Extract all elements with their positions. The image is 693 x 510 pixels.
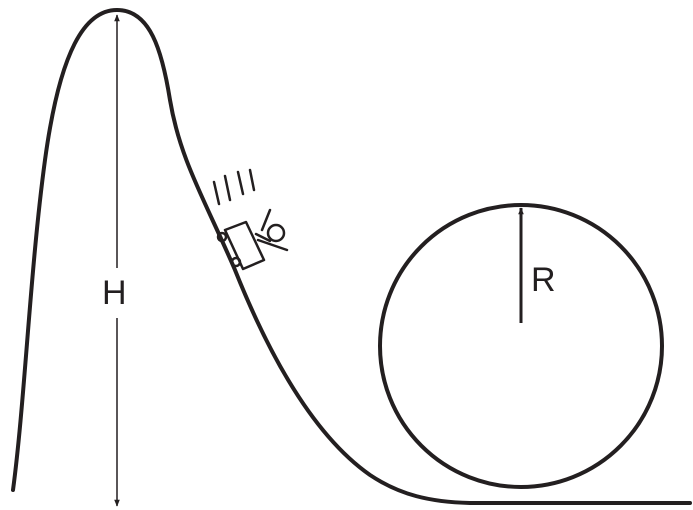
coaster-cart [212,168,289,271]
cart-wheel-front [216,231,228,243]
rider-head [266,223,286,243]
speed-line-3 [236,170,245,196]
cart-body [223,220,266,271]
speed-line-4 [248,168,256,192]
height-label: H [102,274,127,312]
track-curve [11,8,692,505]
rider-arm-side [254,232,272,243]
speed-line-2 [223,174,232,202]
speed-line-1 [212,180,221,206]
loop-circle [378,203,664,489]
cart-wheel-back [230,256,242,268]
rider-arm-up [260,208,272,232]
rider-arm-body [256,238,289,252]
radius-label: R [531,261,556,299]
